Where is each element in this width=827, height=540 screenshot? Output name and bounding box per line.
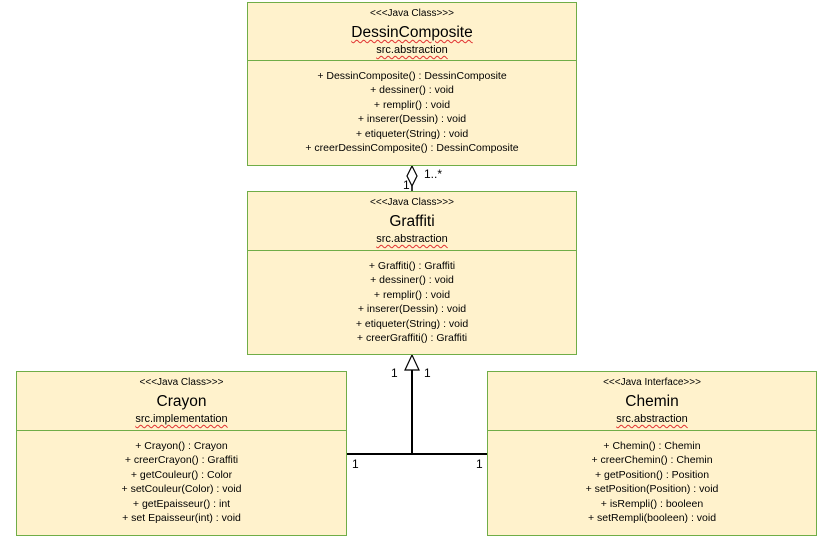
multiplicity-label: 1 — [424, 366, 431, 380]
operations-list: + DessinComposite() : DessinComposite + … — [248, 61, 576, 155]
operation-item: + Graffiti() : Graffiti — [368, 260, 456, 272]
class-header: <<<Java Class>>> DessinComposite src.abs… — [248, 3, 576, 61]
package-label: src.abstraction — [376, 233, 448, 245]
operation-item: + Chemin() : Chemin — [603, 440, 701, 452]
interface-chemin[interactable]: <<<Java Interface>>> Chemin src.abstract… — [487, 371, 817, 536]
class-header: <<<Java Class>>> Graffiti src.abstractio… — [248, 192, 576, 251]
operation-item: + getCouleur() : Color — [130, 468, 233, 481]
operation-item: + setPosition(Position) : void — [585, 483, 719, 496]
class-header: <<<Java Interface>>> Chemin src.abstract… — [488, 372, 816, 431]
operation-item: + etiqueter(String) : void — [355, 317, 469, 330]
stereotype-label: <<<Java Class>>> — [370, 8, 454, 19]
operation-item: + creerDessinComposite() : DessinComposi… — [305, 142, 519, 155]
multiplicity-label: 1 — [391, 366, 398, 380]
operation-item: + inserer(Dessin) : void — [357, 113, 467, 126]
aggregation-diamond — [406, 164, 418, 188]
operation-item: + inserer(Dessin) : void — [357, 303, 467, 316]
class-graffiti[interactable]: <<<Java Class>>> Graffiti src.abstractio… — [247, 191, 577, 355]
multiplicity-label: 1 — [403, 178, 410, 192]
operation-item: + creerChemin() : Chemin — [591, 454, 713, 467]
operation-item: + DessinComposite() : DessinComposite — [317, 70, 507, 82]
class-name: Graffiti — [389, 213, 435, 230]
operations-list: + Chemin() : Chemin + creerChemin() : Ch… — [488, 431, 816, 525]
operation-item: + getEpaisseur() : int — [132, 497, 231, 510]
stereotype-label: <<<Java Class>>> — [370, 197, 454, 208]
operations-list: + Crayon() : Crayon + creerCrayon() : Gr… — [17, 431, 346, 525]
operation-item: + setCouleur(Color) : void — [121, 483, 242, 496]
operation-item: + isRempli() : booleen — [600, 497, 704, 510]
multiplicity-label: 1 — [352, 457, 359, 471]
operation-item: + creerGraffiti() : Graffiti — [356, 332, 468, 345]
operation-item: + dessiner() : void — [370, 84, 454, 97]
operation-item: + remplir() : void — [373, 288, 451, 301]
class-crayon[interactable]: <<<Java Class>>> Crayon src.implementati… — [16, 371, 347, 536]
operation-item: + dessiner() : void — [370, 274, 454, 287]
class-name: Chemin — [625, 393, 679, 410]
inheritance-triangle — [404, 353, 420, 371]
operation-item: + Crayon() : Crayon — [135, 440, 228, 452]
operation-item: + creerCrayon() : Graffiti — [124, 454, 239, 467]
operation-item: + etiqueter(String) : void — [355, 127, 469, 140]
class-dessin-composite[interactable]: <<<Java Class>>> DessinComposite src.abs… — [247, 2, 577, 166]
stereotype-label: <<<Java Interface>>> — [603, 377, 701, 388]
package-label: src.abstraction — [616, 413, 688, 425]
package-label: src.implementation — [135, 413, 228, 425]
operation-item: + remplir() : void — [373, 98, 451, 111]
operations-list: + Graffiti() : Graffiti + dessiner() : v… — [248, 251, 576, 345]
multiplicity-label: 1..* — [424, 167, 443, 181]
class-name: Crayon — [156, 393, 207, 410]
multiplicity-label: 1 — [476, 457, 483, 471]
operation-item: + set Epaisseur(int) : void — [122, 512, 241, 525]
operation-item: + getPosition() : Position — [594, 468, 710, 481]
package-label: src.abstraction — [376, 44, 448, 56]
class-header: <<<Java Class>>> Crayon src.implementati… — [17, 372, 346, 431]
stereotype-label: <<<Java Class>>> — [139, 377, 224, 388]
operation-item: + setRempli(booleen) : void — [587, 512, 717, 525]
class-name: DessinComposite — [351, 24, 473, 41]
